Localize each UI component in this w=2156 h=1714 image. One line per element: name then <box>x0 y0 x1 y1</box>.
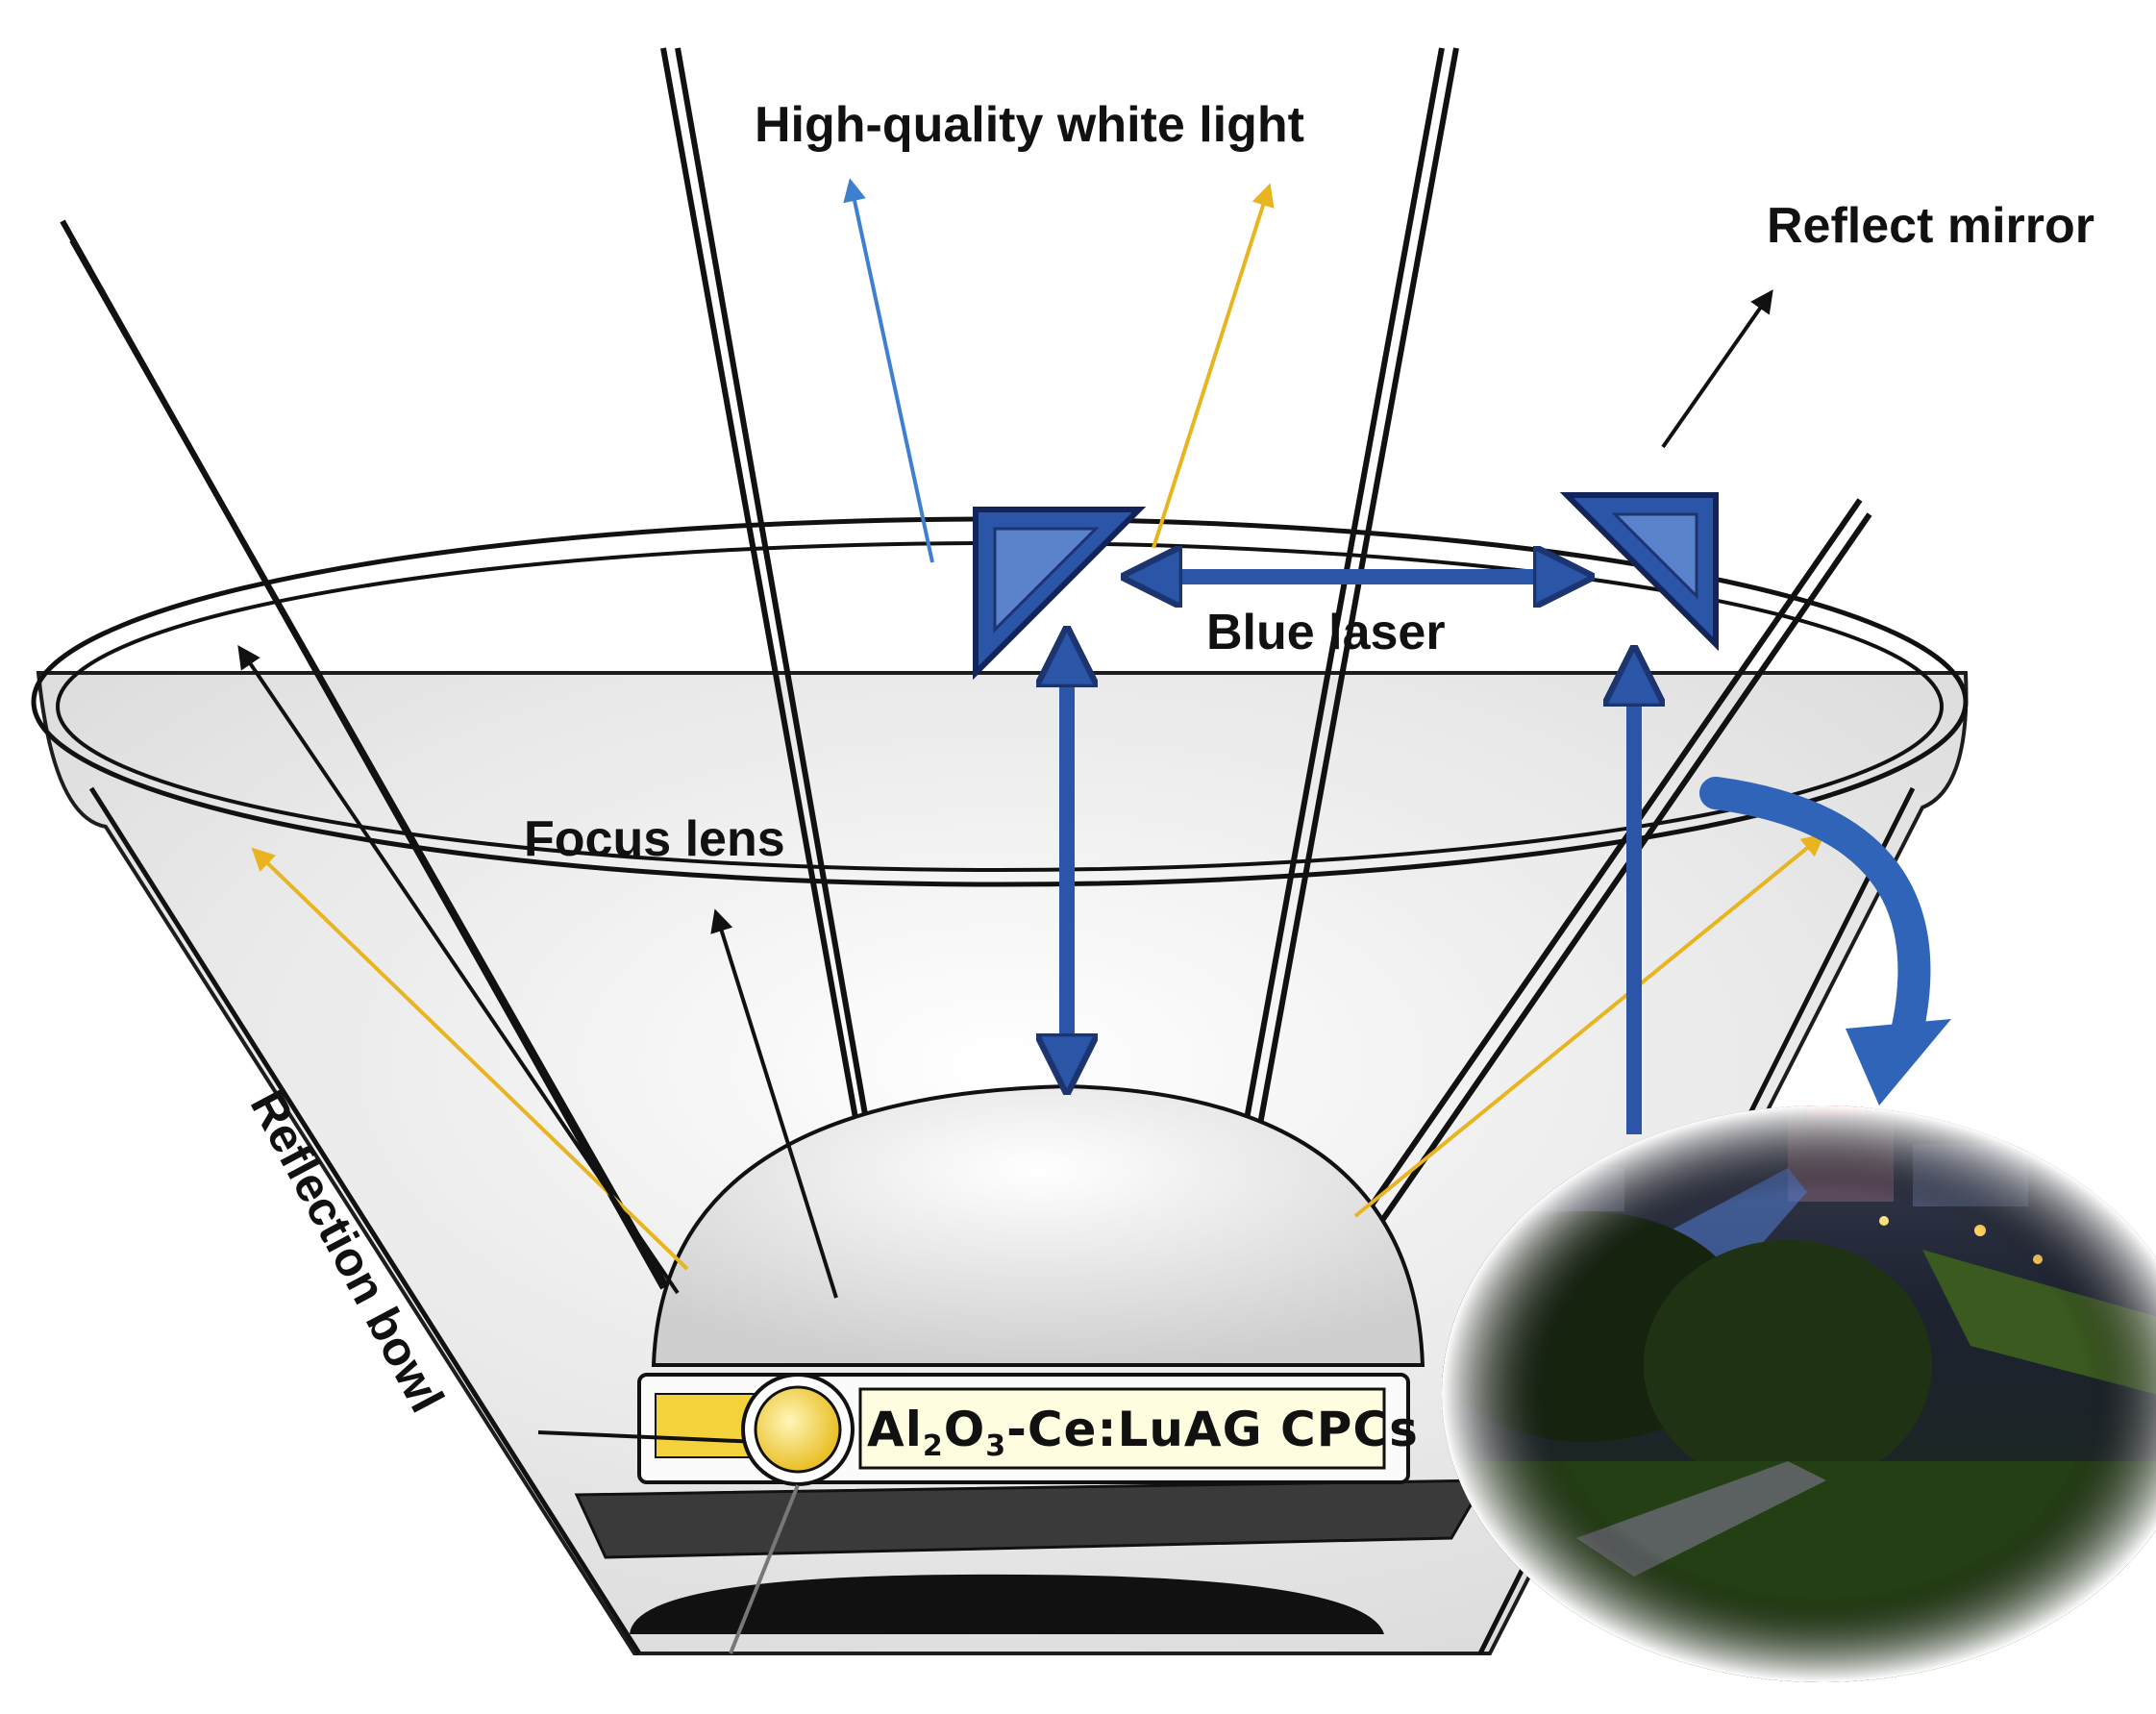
cpcs-lead-line <box>537 1430 760 1444</box>
left-mirror-prism <box>973 507 1147 681</box>
cpcs-label-sub1: 2 <box>922 1429 944 1463</box>
right-mirror-prism <box>1559 492 1719 652</box>
base-dark-band <box>574 1478 1488 1559</box>
cpcs-label-al: Al <box>867 1402 923 1457</box>
cpcs-label-rest: -Ce:LuAG CPCs <box>1006 1402 1419 1457</box>
cpcs-label: Al2O3-Ce:LuAG CPCs <box>867 1402 1419 1463</box>
photo-vignette <box>1442 1105 2156 1682</box>
phosphor-disc <box>754 1385 842 1474</box>
blue-laser-label: Blue laser <box>1206 605 1446 660</box>
base-bottom-shadow <box>630 1574 1384 1634</box>
cpcs-label-o: O <box>943 1402 986 1457</box>
base-pointer-line <box>729 1484 800 1654</box>
white-light-label: High-quality white light <box>755 97 1304 153</box>
black-arrows <box>237 289 1773 1299</box>
blue-light-rays <box>843 178 934 563</box>
cpcs-label-sub2: 3 <box>985 1429 1007 1463</box>
focus-lens-label: Focus lens <box>524 811 785 867</box>
curved-arrow <box>1699 777 1951 1105</box>
blue-laser-beams <box>1067 577 1634 1134</box>
reflect-mirror-label: Reflect mirror <box>1767 198 2094 254</box>
reflected-rays <box>60 47 1872 1300</box>
cpcs-label-box <box>858 1387 1386 1470</box>
bowl-left-edge <box>88 786 642 1655</box>
